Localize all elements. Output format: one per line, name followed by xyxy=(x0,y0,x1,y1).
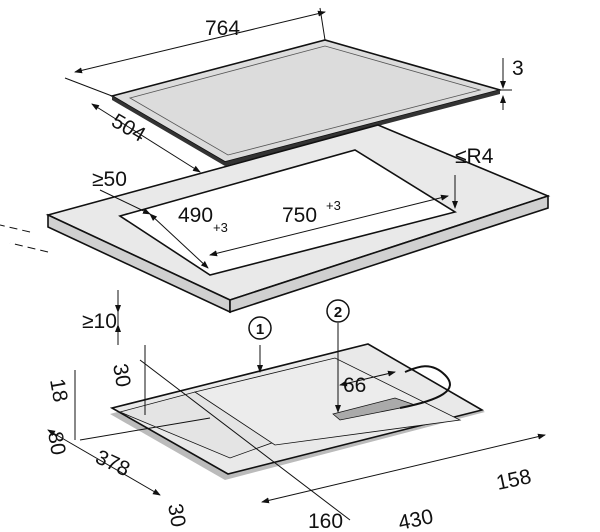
svg-text:2: 2 xyxy=(334,304,342,321)
dim-66: 66 xyxy=(343,374,366,397)
dim-box-offset: 18 xyxy=(45,377,72,404)
dim-box-height: 30 xyxy=(108,362,135,389)
cooktop-dimensions xyxy=(64,7,512,173)
dim-30-bottom: 30 xyxy=(163,502,190,529)
dim-158: 158 xyxy=(494,465,533,495)
dim-cutout-width: 750 xyxy=(282,204,317,227)
svg-text:1: 1 xyxy=(256,321,264,338)
dim-thickness: 3 xyxy=(512,57,524,80)
dim-min-back: ≥50 xyxy=(92,168,127,191)
dim-width: 764 xyxy=(205,17,240,40)
dim-cutout-depth: 490 xyxy=(178,204,213,227)
dim-min-gap: ≥10 xyxy=(82,310,117,333)
dim-cutout-depth-tol: +3 xyxy=(213,220,228,235)
dim-cutout-width-tol: +3 xyxy=(326,198,341,213)
dim-160: 160 xyxy=(308,510,343,532)
cutout-dimensions xyxy=(99,175,458,345)
callout-1: 1 xyxy=(248,316,272,340)
callout-2: 2 xyxy=(326,299,350,323)
dim-430: 430 xyxy=(396,505,435,532)
dim-80: 80 xyxy=(43,430,70,457)
bottom-dimensions xyxy=(47,323,546,521)
bottom-unit xyxy=(109,343,485,480)
dim-radius: ≤R4 xyxy=(455,145,494,168)
